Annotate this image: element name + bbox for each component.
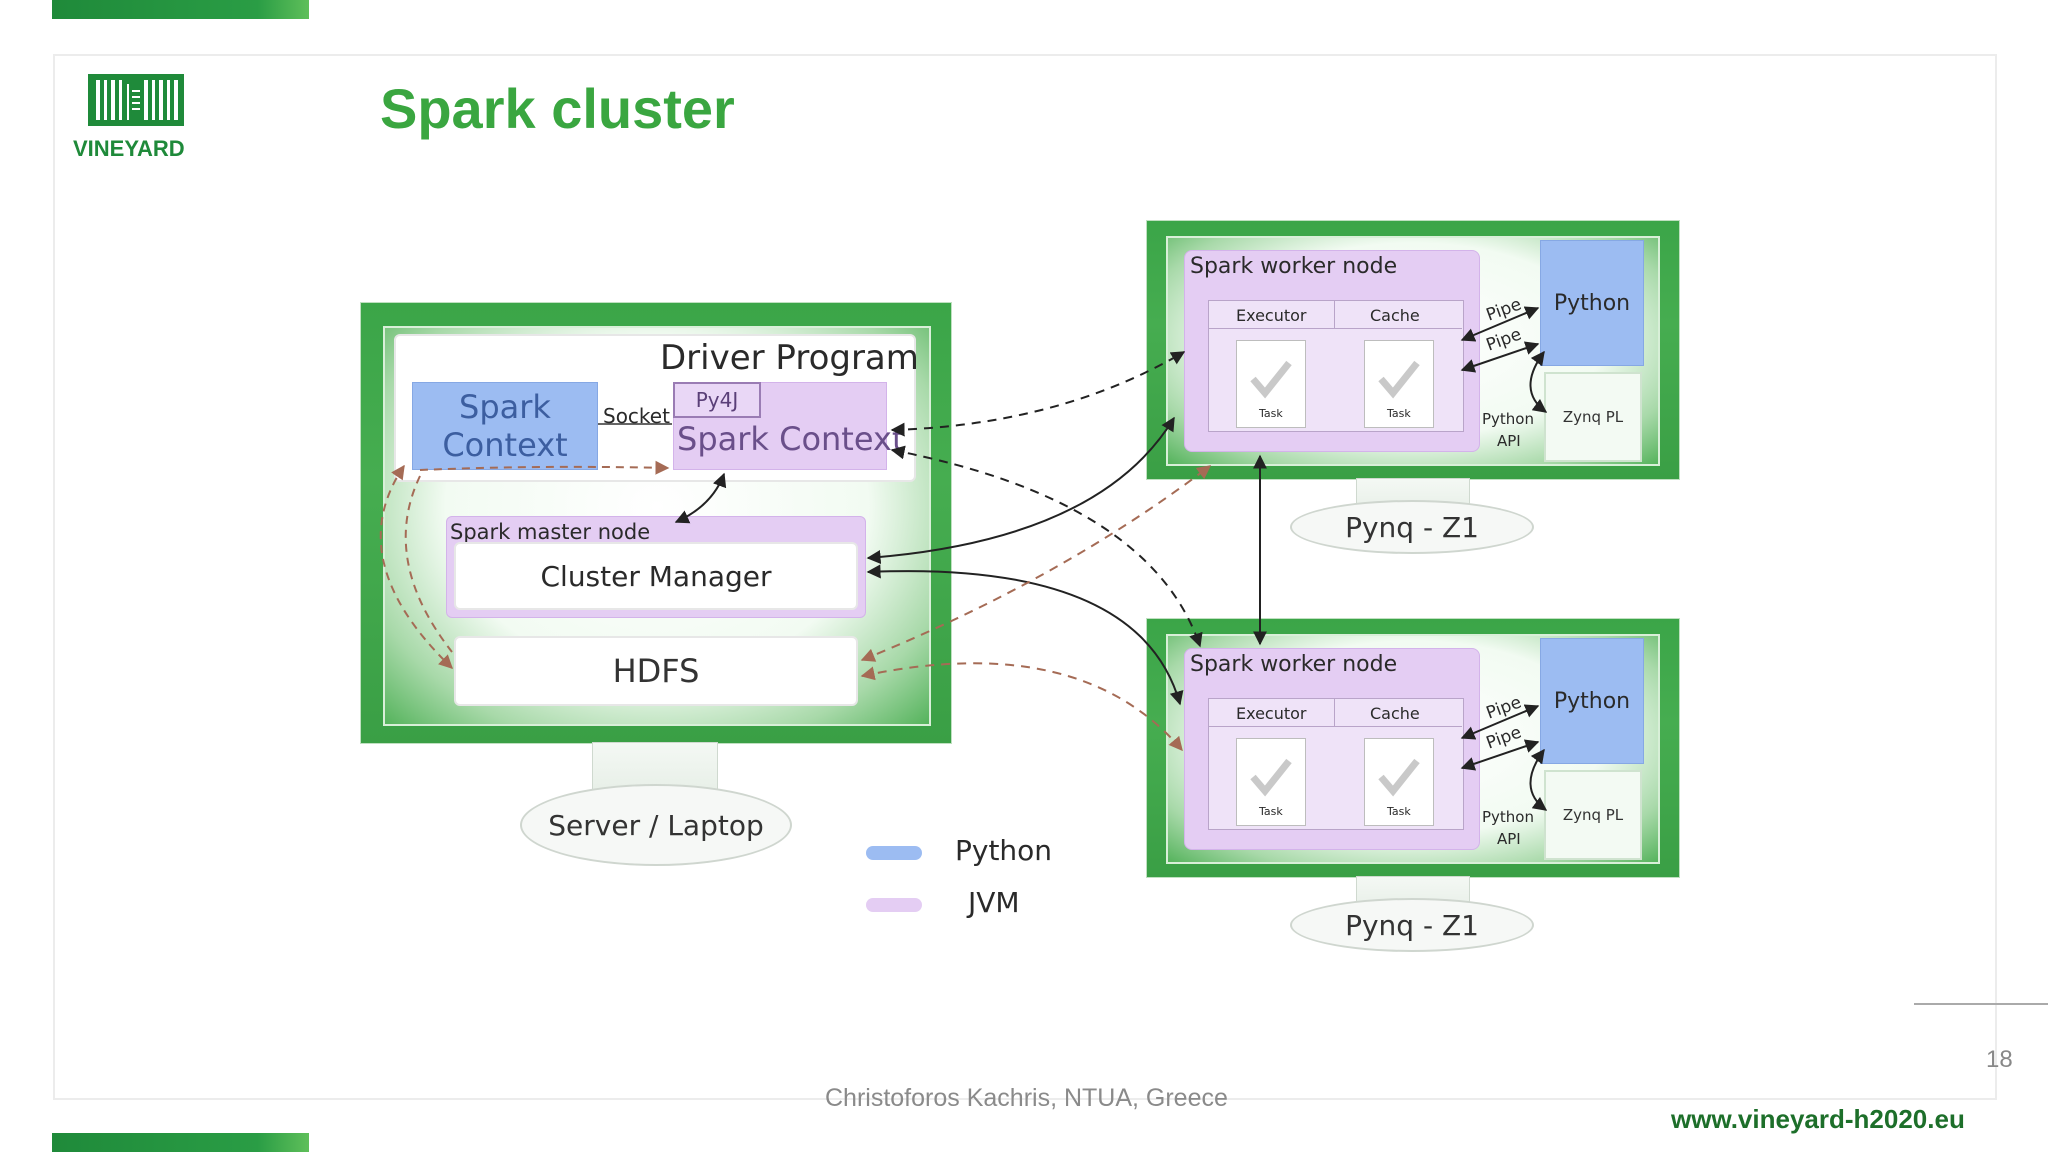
jvm-spark-context-label: Spark Context xyxy=(677,420,905,458)
worker2-task1: Task xyxy=(1236,738,1306,826)
checkmark-icon xyxy=(1250,360,1292,399)
bottom-accent-bar xyxy=(52,1133,309,1152)
worker2-title: Spark worker node xyxy=(1190,652,1398,677)
cluster-manager-box: Cluster Manager xyxy=(454,542,858,610)
worker1-header-divider xyxy=(1334,300,1335,328)
worker1-base: Pynq - Z1 xyxy=(1290,500,1534,554)
worker2-task2-label: Task xyxy=(1387,805,1411,818)
worker2-python-api-2: API xyxy=(1497,830,1521,848)
page-number-rule xyxy=(1914,1003,2048,1005)
worker1-zynq-label: Zynq PL xyxy=(1562,408,1624,426)
legend-swatch-jvm xyxy=(866,898,922,912)
worker1-executor: Executor xyxy=(1236,306,1307,325)
worker2-header-divider xyxy=(1334,698,1335,726)
worker1-python-api-1: Python xyxy=(1482,410,1534,428)
python-spark-context-line2: Context xyxy=(442,426,568,464)
checkmark-icon xyxy=(1378,758,1420,797)
server-base: Server / Laptop xyxy=(520,784,792,866)
worker2-header-row xyxy=(1208,698,1462,727)
worker1-cache: Cache xyxy=(1370,306,1420,325)
top-accent-bar xyxy=(52,0,309,19)
py4j-box: Py4J xyxy=(673,382,761,418)
driver-program-label: Driver Program xyxy=(660,338,919,378)
legend-swatch-python xyxy=(866,846,922,860)
legend-label-python: Python xyxy=(955,834,1053,867)
worker2-cache: Cache xyxy=(1370,704,1420,723)
worker2-task1-label: Task xyxy=(1259,805,1283,818)
page-number: 18 xyxy=(1986,1046,2013,1073)
slide-title: Spark cluster xyxy=(380,77,735,140)
worker1-task1-label: Task xyxy=(1259,407,1283,420)
cluster-manager-label: Cluster Manager xyxy=(540,559,772,593)
hdfs-label: HDFS xyxy=(612,652,700,690)
python-spark-context: Spark Context xyxy=(412,382,598,470)
worker2-python: Python xyxy=(1540,638,1644,764)
legend-label-jvm: JVM xyxy=(968,886,1020,919)
slide-frame xyxy=(53,54,1997,1100)
worker2-zynq: Zynq PL xyxy=(1544,770,1642,860)
worker1-python: Python xyxy=(1540,240,1644,366)
worker2-base: Pynq - Z1 xyxy=(1290,898,1534,952)
worker2-zynq-label: Zynq PL xyxy=(1562,806,1624,824)
worker1-python-label: Python xyxy=(1553,290,1631,316)
vineyard-logo: VINEYARD xyxy=(70,70,210,165)
worker1-zynq: Zynq PL xyxy=(1544,372,1642,462)
socket-label: Socket xyxy=(603,404,670,428)
worker2-executor: Executor xyxy=(1236,704,1307,723)
worker1-task2-label: Task xyxy=(1387,407,1411,420)
vineyard-logo-icon xyxy=(88,74,184,126)
hdfs-box: HDFS xyxy=(454,636,858,706)
worker2-python-label: Python xyxy=(1553,688,1631,714)
checkmark-icon xyxy=(1250,758,1292,797)
python-spark-context-line1: Spark xyxy=(459,388,551,426)
worker2-python-api-1: Python xyxy=(1482,808,1534,826)
worker1-title: Spark worker node xyxy=(1190,254,1398,279)
server-laptop-label: Server / Laptop xyxy=(548,808,764,842)
checkmark-icon xyxy=(1378,360,1420,399)
worker1-task1: Task xyxy=(1236,340,1306,428)
footer-author: Christoforos Kachris, NTUA, Greece xyxy=(825,1084,1228,1112)
worker1-board-label: Pynq - Z1 xyxy=(1345,510,1479,544)
footer-url: www.vineyard-h2020.eu xyxy=(1671,1104,1965,1134)
logo-text: VINEYARD xyxy=(73,136,185,161)
worker1-python-api-2: API xyxy=(1497,432,1521,450)
spark-master-node-label: Spark master node xyxy=(450,520,651,544)
worker2-task2: Task xyxy=(1364,738,1434,826)
worker1-header-row xyxy=(1208,300,1462,329)
worker1-task2: Task xyxy=(1364,340,1434,428)
py4j-label: Py4J xyxy=(695,388,739,412)
worker2-board-label: Pynq - Z1 xyxy=(1345,908,1479,942)
